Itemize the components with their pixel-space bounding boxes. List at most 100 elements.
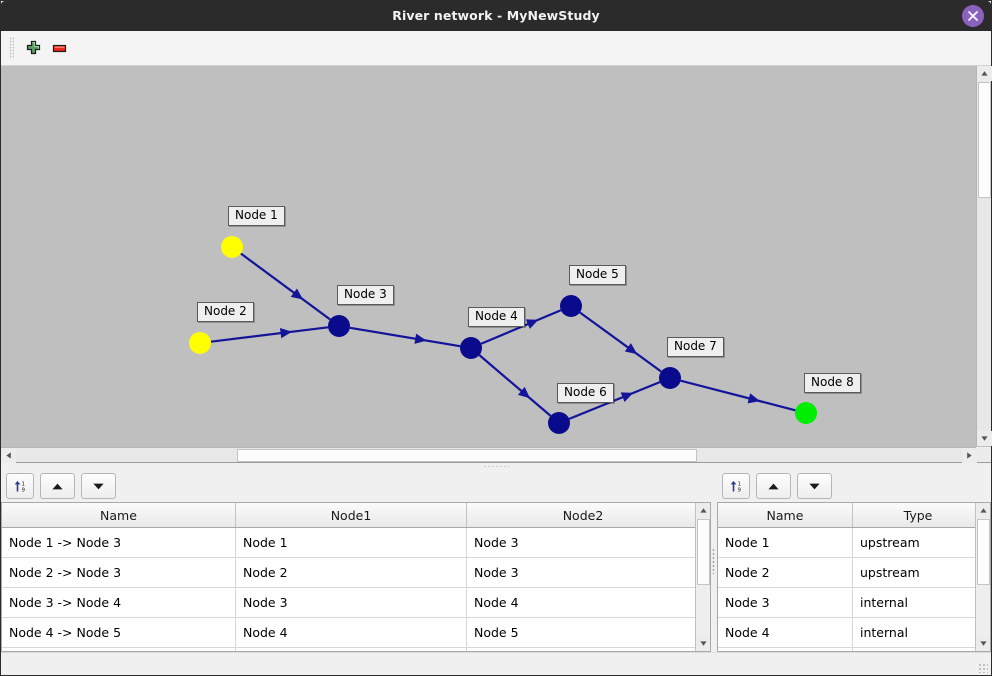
network-edge[interactable] (579, 311, 662, 373)
horizontal-splitter[interactable] (1, 463, 991, 470)
move-up-button[interactable] (756, 473, 791, 499)
table-cell[interactable]: Node 1 (718, 527, 853, 558)
table-cell[interactable]: Node 2 (718, 557, 853, 588)
nodes-vscroll-thumb[interactable] (977, 519, 990, 585)
sort-ascending-icon[interactable]: 1 9 (6, 473, 34, 499)
table-cell[interactable]: upstream (852, 527, 984, 558)
graph-node-node-4[interactable] (460, 337, 482, 359)
node-label-node-7[interactable]: Node 7 (667, 337, 724, 357)
scroll-right-icon[interactable] (962, 448, 977, 463)
scroll-up-icon[interactable] (976, 503, 990, 518)
canvas-horizontal-scrollbar[interactable] (1, 447, 977, 463)
network-edge[interactable] (480, 309, 562, 345)
table-cell[interactable]: Node 3 (235, 587, 467, 618)
move-up-button[interactable] (40, 473, 75, 499)
network-edge[interactable] (680, 379, 796, 412)
column-header-node1[interactable]: Node1 (235, 503, 467, 528)
node-label-node-2[interactable]: Node 2 (197, 302, 254, 322)
table-cell[interactable]: Node 4 (235, 617, 467, 648)
graph-node-node-5[interactable] (560, 295, 582, 317)
branches-toolbar: 1 9 (1, 470, 711, 502)
table-cell[interactable]: Node 1 (235, 527, 467, 558)
node-label-node-3[interactable]: Node 3 (337, 285, 394, 305)
network-edge[interactable] (240, 252, 331, 321)
branches-vscroll-thumb[interactable] (697, 519, 710, 585)
node-label-node-8[interactable]: Node 8 (804, 373, 861, 393)
table-cell[interactable]: internal (852, 617, 984, 648)
toolbar-drag-handle[interactable] (9, 37, 14, 59)
move-down-button[interactable] (797, 473, 832, 499)
node-label-node-5[interactable]: Node 5 (569, 265, 626, 285)
edge-arrowhead (624, 343, 638, 355)
nodes-vertical-scrollbar[interactable] (975, 503, 990, 651)
scroll-down-icon[interactable] (977, 431, 992, 446)
canvas-vscroll-thumb[interactable] (978, 82, 991, 198)
table-cell[interactable]: Node 2 -> Node 3 (2, 557, 236, 588)
graph-node-node-3[interactable] (328, 315, 350, 337)
table-cell[interactable]: Node 4 (466, 587, 700, 618)
table-cell[interactable]: Node 1 -> Node 3 (2, 527, 236, 558)
vertical-splitter[interactable] (711, 470, 717, 652)
column-header-node2[interactable]: Node2 (466, 503, 700, 528)
main-toolbar (1, 31, 991, 66)
scroll-up-icon[interactable] (696, 503, 710, 518)
column-header-name[interactable]: Name (718, 503, 853, 528)
table-cell[interactable]: internal (852, 587, 984, 618)
node-label-node-6[interactable]: Node 6 (557, 383, 614, 403)
sort-ascending-icon[interactable]: 1 9 (722, 473, 750, 499)
network-edge[interactable] (210, 326, 329, 343)
table-cell[interactable]: Node 3 (718, 587, 853, 618)
edge-arrowhead (279, 327, 292, 339)
canvas-vertical-scrollbar[interactable] (976, 66, 992, 446)
graph-node-node-1[interactable] (221, 236, 243, 258)
node-label-node-4[interactable]: Node 4 (468, 307, 525, 327)
graph-node-node-7[interactable] (659, 367, 681, 389)
table-cell[interactable]: Node 2 (235, 557, 467, 588)
network-edge[interactable] (568, 381, 661, 420)
graph-node-node-2[interactable] (189, 332, 211, 354)
branches-vertical-scrollbar[interactable] (695, 503, 710, 651)
network-edge[interactable] (478, 354, 552, 417)
table-cell[interactable]: Node 5 (466, 617, 700, 648)
table-cell[interactable]: upstream (852, 557, 984, 588)
canvas-hscroll-thumb[interactable] (237, 449, 697, 462)
network-diagram[interactable]: Node 1 Node 2 Node 3 Node 4 Node 5 Node 6 Node… (1, 66, 977, 446)
graph-node-node-8[interactable] (795, 402, 817, 424)
remove-minus-icon[interactable] (46, 35, 72, 61)
scroll-down-icon[interactable] (976, 636, 990, 651)
network-edge[interactable] (349, 326, 461, 348)
table-cell[interactable]: Node 3 -> Node 4 (2, 587, 236, 618)
table-cell[interactable]: Node 3 (466, 527, 700, 558)
table-cell[interactable]: Node 4 (718, 617, 853, 648)
add-plus-icon[interactable] (20, 35, 46, 61)
window-title: River network - MyNewStudy (392, 8, 600, 23)
scroll-left-icon[interactable] (1, 448, 16, 463)
scrollbar-corner (976, 447, 991, 462)
window-resize-grip[interactable] (978, 663, 988, 673)
splitter-grip (483, 465, 509, 468)
scroll-down-icon[interactable] (696, 636, 710, 651)
column-header-name[interactable]: Name (2, 503, 236, 528)
move-down-button[interactable] (81, 473, 116, 499)
column-header-type[interactable]: Type (852, 503, 984, 528)
scroll-up-icon[interactable] (977, 66, 992, 81)
close-icon[interactable] (962, 5, 984, 27)
node-label-node-1[interactable]: Node 1 (228, 206, 285, 226)
table-cell[interactable]: Node 4 -> Node 5 (2, 617, 236, 648)
table-cell[interactable]: Node 3 (466, 557, 700, 588)
graph-node-node-6[interactable] (548, 412, 570, 434)
splitter-grip (712, 548, 715, 574)
